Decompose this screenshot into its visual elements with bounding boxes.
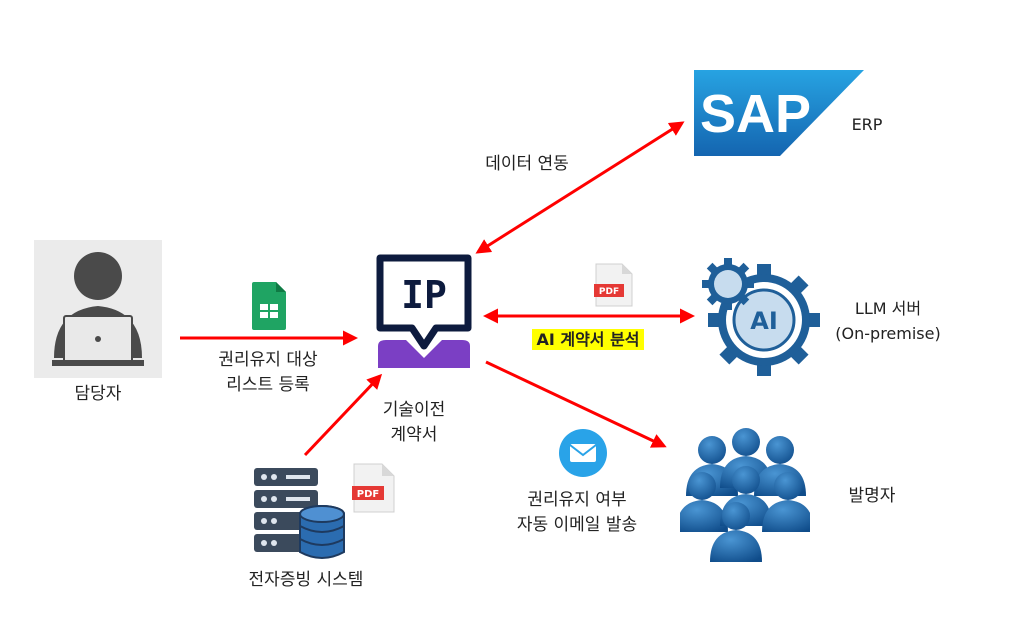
sap-logo-text: SAP (700, 84, 811, 144)
ai-icon-text: AI (750, 307, 778, 335)
sap-label: ERP (851, 115, 883, 134)
pdf-icon-analysis: PDF (594, 262, 634, 308)
ip-system-label: 기술이전 계약서 (362, 398, 466, 448)
inventors-node (680, 424, 810, 564)
ip-logo-text: IP (401, 273, 447, 317)
sap-logo-icon: SAP (694, 70, 864, 156)
email-icon (558, 428, 608, 478)
ip-system-label-line1: 기술이전 (382, 400, 446, 420)
svg-text:PDF: PDF (599, 287, 619, 297)
register-label: 권리유지 대상 리스트 등록 (188, 348, 348, 398)
sap-node: SAP (694, 70, 864, 156)
inventors-label: 발명자 (848, 486, 896, 506)
email-label-line1: 권리유지 여부 (527, 490, 627, 510)
ip-system-node: IP (372, 252, 476, 374)
ip-system-label-line2: 계약서 (390, 425, 438, 445)
analysis-label-text: AI 계약서 분석 (532, 329, 644, 350)
llm-label-line2: (On-premise) (835, 324, 941, 343)
email-arrow (485, 360, 667, 448)
data-link-arrow (475, 121, 685, 254)
llm-label-line1: LLM 서버 (854, 299, 922, 318)
person-laptop-icon (52, 252, 144, 366)
data-link-label: 데이터 연동 (485, 154, 569, 174)
email-label-line2: 자동 이메일 발송 (516, 515, 638, 535)
llm-node: AI (698, 254, 822, 376)
manager-label: 담당자 (74, 384, 122, 404)
pdf-icon-evidence: PDF (352, 462, 396, 514)
manager-node (34, 240, 162, 378)
evidence-arrow (303, 373, 383, 457)
ip-logo-icon: IP (376, 254, 472, 368)
ai-gear-icon: AI (702, 258, 820, 376)
evidence-system-node (252, 466, 348, 562)
svg-text:PDF: PDF (357, 489, 379, 500)
email-label: 권리유지 여부 자동 이메일 발송 (494, 488, 660, 538)
register-label-line1: 권리유지 대상 (218, 350, 318, 370)
people-group-icon (680, 428, 810, 562)
evidence-system-label: 전자증빙 시스템 (248, 570, 364, 590)
llm-label: LLM 서버 (On-premise) (826, 296, 950, 346)
database-server-icon (254, 468, 345, 559)
spreadsheet-icon (250, 280, 288, 332)
register-label-line2: 리스트 등록 (226, 375, 310, 395)
analysis-label: AI 계약서 분석 (508, 327, 668, 353)
